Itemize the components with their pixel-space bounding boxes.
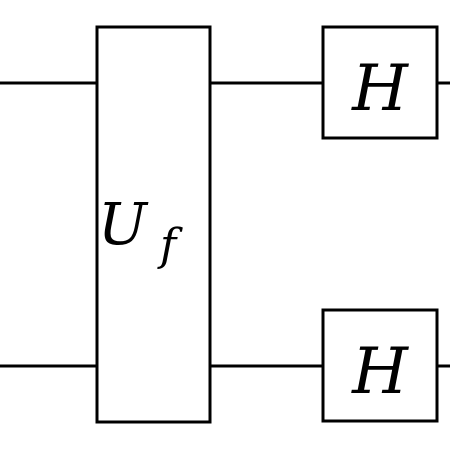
hadamard-gate-top: H: [321, 25, 439, 140]
hadamard-gate-bottom: H: [321, 308, 439, 423]
hadamard-gate-bottom-label: H: [351, 335, 409, 409]
hadamard-gate-top-box: [321, 25, 439, 140]
hadamard-gate-top-label: H: [351, 52, 409, 126]
hadamard-gate-bottom-box: [321, 308, 439, 423]
oracle-gate-uf: U f: [95, 25, 212, 424]
oracle-gate-symbol: U: [98, 190, 149, 258]
oracle-gate-box: [95, 25, 212, 424]
